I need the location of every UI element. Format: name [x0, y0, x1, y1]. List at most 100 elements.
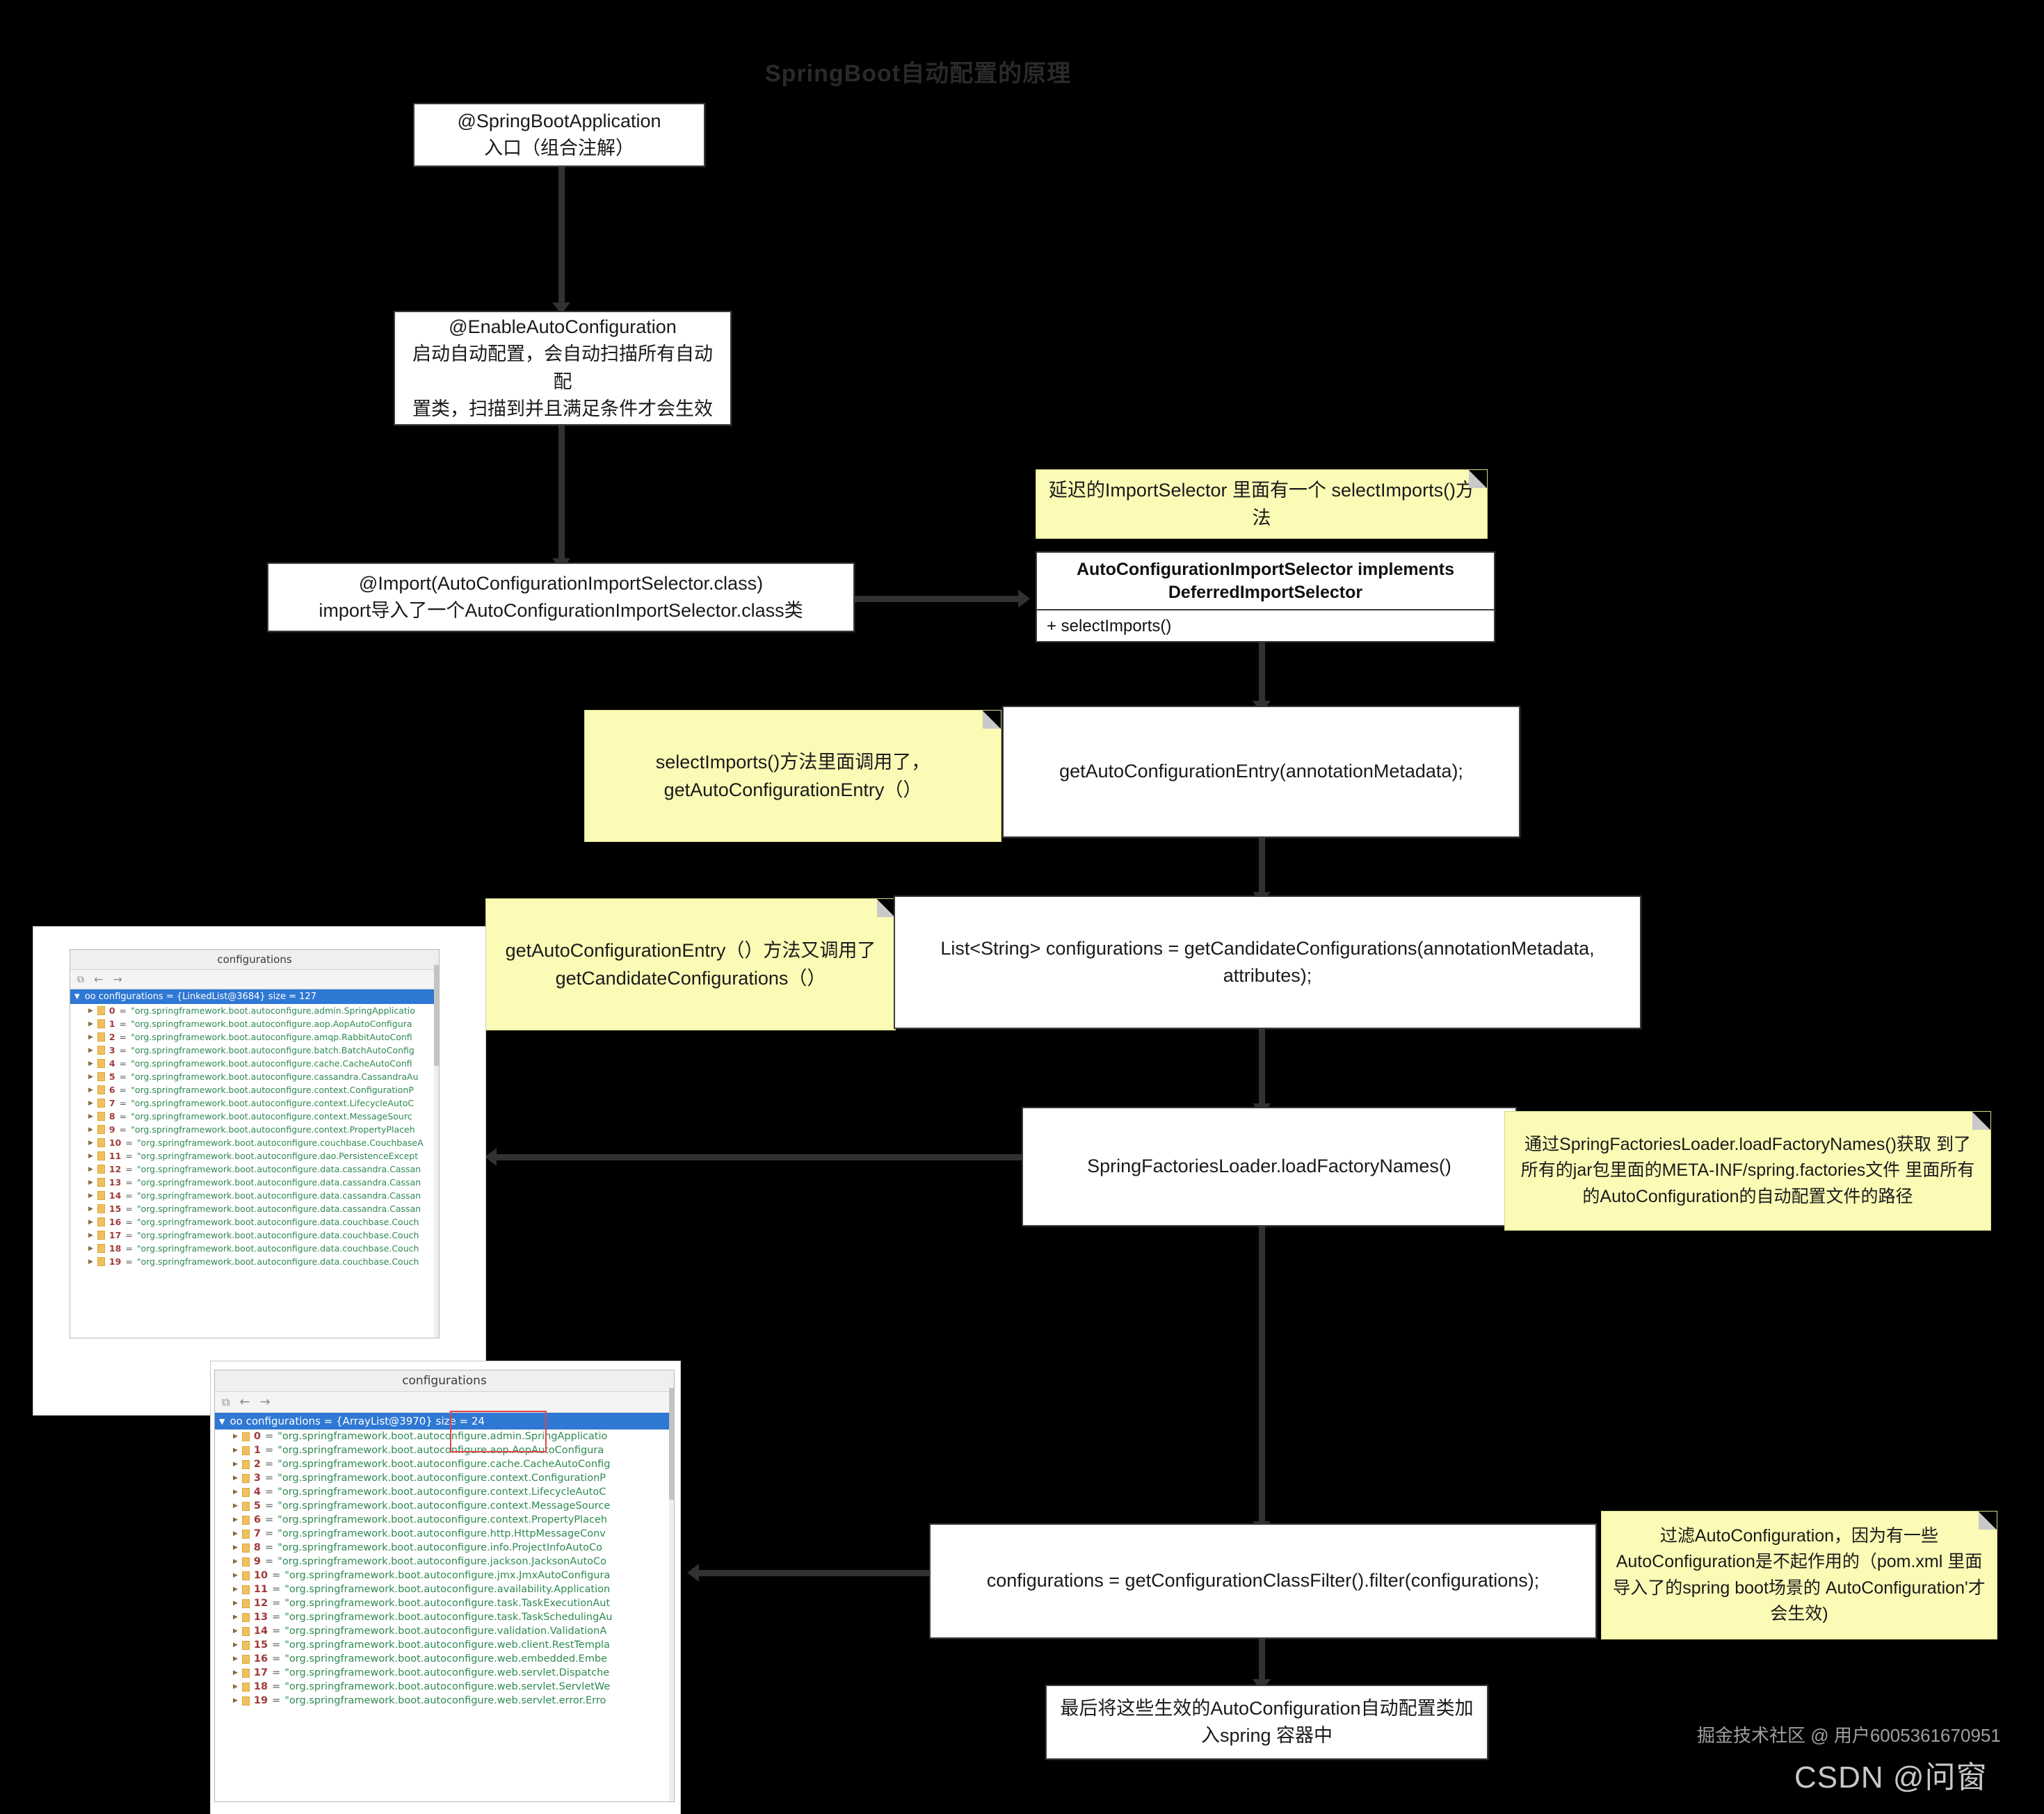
chevron-down-icon[interactable]: ▼	[74, 993, 80, 1001]
chevron-right-icon[interactable]: ▶	[88, 1007, 93, 1014]
node-get-auto-configuration-entry[interactable]: getAutoConfigurationEntry(annotationMeta…	[1002, 706, 1520, 838]
debugger-row[interactable]: ▶10="org.springframework.boot.autoconfig…	[70, 1136, 439, 1149]
chevron-right-icon[interactable]: ▶	[88, 1192, 93, 1199]
debugger-row[interactable]: ▶12="org.springframework.boot.autoconfig…	[70, 1163, 439, 1176]
chevron-right-icon[interactable]: ▶	[88, 1046, 93, 1054]
chevron-right-icon[interactable]: ▶	[233, 1572, 238, 1579]
debugger-row[interactable]: ▶8="org.springframework.boot.autoconfigu…	[70, 1110, 439, 1123]
debugger-row[interactable]: ▶15="org.springframework.boot.autoconfig…	[215, 1638, 674, 1652]
debugger-row[interactable]: ▶11="org.springframework.boot.autoconfig…	[70, 1149, 439, 1163]
debugger-row[interactable]: ▶13="org.springframework.boot.autoconfig…	[215, 1610, 674, 1624]
chevron-right-icon[interactable]: ▶	[88, 1139, 93, 1147]
chevron-right-icon[interactable]: ▶	[233, 1586, 238, 1593]
chevron-right-icon[interactable]: ▶	[88, 1218, 93, 1226]
debugger-row[interactable]: ▶0="org.springframework.boot.autoconfigu…	[215, 1430, 674, 1443]
debugger-row[interactable]: ▶16="org.springframework.boot.autoconfig…	[70, 1215, 439, 1229]
chevron-right-icon[interactable]: ▶	[88, 1205, 93, 1213]
debugger-scrollbar-2[interactable]	[669, 1370, 674, 1801]
chevron-down-icon[interactable]: ▼	[219, 1416, 225, 1426]
chevron-right-icon[interactable]: ▶	[233, 1475, 238, 1482]
debugger-row[interactable]: ▶15="org.springframework.boot.autoconfig…	[70, 1202, 439, 1215]
note-deferred-import-selector[interactable]: 延迟的ImportSelector 里面有一个 selectImports()方…	[1036, 469, 1488, 539]
chevron-right-icon[interactable]: ▶	[233, 1503, 238, 1509]
chevron-right-icon[interactable]: ▶	[233, 1614, 238, 1621]
debugger-row[interactable]: ▶16="org.springframework.boot.autoconfig…	[215, 1652, 674, 1666]
chevron-right-icon[interactable]: ▶	[233, 1669, 238, 1676]
debugger-row[interactable]: ▶9="org.springframework.boot.autoconfigu…	[215, 1555, 674, 1569]
chevron-right-icon[interactable]: ▶	[88, 1020, 93, 1028]
chevron-right-icon[interactable]: ▶	[88, 1231, 93, 1239]
back-arrow-icon[interactable]: ←	[94, 973, 104, 986]
chevron-right-icon[interactable]: ▶	[233, 1447, 238, 1454]
debugger-row[interactable]: ▶3="org.springframework.boot.autoconfigu…	[215, 1471, 674, 1485]
chevron-right-icon[interactable]: ▶	[233, 1558, 238, 1565]
debugger-rows-2[interactable]: ▶0="org.springframework.boot.autoconfigu…	[215, 1430, 674, 1708]
debugger-row[interactable]: ▶18="org.springframework.boot.autoconfig…	[215, 1680, 674, 1694]
debugger-row[interactable]: ▶9="org.springframework.boot.autoconfigu…	[70, 1123, 439, 1136]
debugger-screenshot-2[interactable]: configurations ⧉ ← → ▼ oo configurations…	[211, 1361, 680, 1814]
debugger-row[interactable]: ▶0="org.springframework.boot.autoconfigu…	[70, 1004, 439, 1017]
node-enable-auto-configuration[interactable]: @EnableAutoConfiguration 启动自动配置，会自动扫描所有自…	[394, 311, 732, 426]
copy-icon[interactable]: ⧉	[222, 1395, 230, 1409]
debugger-rows-1[interactable]: ▶0="org.springframework.boot.autoconfigu…	[70, 1004, 439, 1268]
forward-arrow-icon[interactable]: →	[259, 1395, 271, 1409]
node-spring-factories-loader[interactable]: SpringFactoriesLoader.loadFactoryNames()	[1022, 1107, 1517, 1226]
note-select-imports-calls[interactable]: selectImports()方法里面调用了， getAutoConfigura…	[584, 710, 1001, 842]
debugger-row[interactable]: ▶6="org.springframework.boot.autoconfigu…	[70, 1083, 439, 1096]
chevron-right-icon[interactable]: ▶	[233, 1628, 238, 1635]
chevron-right-icon[interactable]: ▶	[88, 1112, 93, 1120]
chevron-right-icon[interactable]: ▶	[88, 1033, 93, 1041]
node-final-register[interactable]: 最后将这些生效的AutoConfiguration自动配置类加 入spring …	[1045, 1685, 1488, 1760]
debugger-screenshot-1[interactable]: configurations ⧉ ← → ▼ oo configurations…	[33, 927, 485, 1415]
debugger-row[interactable]: ▶7="org.springframework.boot.autoconfigu…	[70, 1096, 439, 1110]
chevron-right-icon[interactable]: ▶	[88, 1060, 93, 1067]
debugger-row[interactable]: ▶11="org.springframework.boot.autoconfig…	[215, 1582, 674, 1596]
chevron-right-icon[interactable]: ▶	[88, 1179, 93, 1186]
debugger-row[interactable]: ▶18="org.springframework.boot.autoconfig…	[70, 1242, 439, 1255]
debugger-row[interactable]: ▶2="org.springframework.boot.autoconfigu…	[70, 1030, 439, 1044]
chevron-right-icon[interactable]: ▶	[233, 1600, 238, 1607]
chevron-right-icon[interactable]: ▶	[233, 1655, 238, 1662]
debugger-row[interactable]: ▶1="org.springframework.boot.autoconfigu…	[70, 1017, 439, 1030]
note-load-factory-names[interactable]: 通过SpringFactoriesLoader.loadFactoryNames…	[1504, 1111, 1991, 1231]
chevron-right-icon[interactable]: ▶	[233, 1697, 238, 1704]
chevron-right-icon[interactable]: ▶	[88, 1152, 93, 1160]
debugger-row[interactable]: ▶6="org.springframework.boot.autoconfigu…	[215, 1513, 674, 1527]
debugger-window-2[interactable]: configurations ⧉ ← → ▼ oo configurations…	[214, 1370, 675, 1802]
debugger-row[interactable]: ▶7="org.springframework.boot.autoconfigu…	[215, 1527, 674, 1541]
chevron-right-icon[interactable]: ▶	[88, 1258, 93, 1265]
chevron-right-icon[interactable]: ▶	[88, 1073, 93, 1080]
chevron-right-icon[interactable]: ▶	[88, 1245, 93, 1252]
debugger-row[interactable]: ▶14="org.springframework.boot.autoconfig…	[215, 1624, 674, 1638]
chevron-right-icon[interactable]: ▶	[233, 1530, 238, 1537]
debugger-selected-row-1[interactable]: ▼ oo configurations = {LinkedList@3684} …	[70, 989, 439, 1004]
chevron-right-icon[interactable]: ▶	[233, 1433, 238, 1440]
note-filter-autoconfiguration[interactable]: 过滤AutoConfiguration，因为有一些 AutoConfigurat…	[1601, 1511, 1997, 1639]
debugger-row[interactable]: ▶19="org.springframework.boot.autoconfig…	[215, 1694, 674, 1708]
debugger-row[interactable]: ▶5="org.springframework.boot.autoconfigu…	[215, 1499, 674, 1513]
debugger-scrollbar-1[interactable]	[434, 950, 439, 1338]
chevron-right-icon[interactable]: ▶	[88, 1099, 93, 1107]
debugger-row[interactable]: ▶4="org.springframework.boot.autoconfigu…	[70, 1057, 439, 1070]
chevron-right-icon[interactable]: ▶	[233, 1642, 238, 1649]
debugger-row[interactable]: ▶14="org.springframework.boot.autoconfig…	[70, 1189, 439, 1202]
debugger-row[interactable]: ▶1="org.springframework.boot.autoconfigu…	[215, 1443, 674, 1457]
note-entry-calls-candidates[interactable]: getAutoConfigurationEntry（）方法又调用了 getCan…	[485, 898, 896, 1030]
debugger-row[interactable]: ▶5="org.springframework.boot.autoconfigu…	[70, 1070, 439, 1083]
chevron-right-icon[interactable]: ▶	[233, 1683, 238, 1690]
debugger-row[interactable]: ▶19="org.springframework.boot.autoconfig…	[70, 1255, 439, 1268]
debugger-toolbar-1[interactable]: ⧉ ← →	[70, 970, 439, 989]
forward-arrow-icon[interactable]: →	[113, 973, 122, 986]
copy-icon[interactable]: ⧉	[77, 973, 84, 985]
debugger-toolbar-2[interactable]: ⧉ ← →	[215, 1392, 674, 1413]
chevron-right-icon[interactable]: ▶	[233, 1516, 238, 1523]
debugger-row[interactable]: ▶13="org.springframework.boot.autoconfig…	[70, 1176, 439, 1189]
debugger-row[interactable]: ▶12="org.springframework.boot.autoconfig…	[215, 1596, 674, 1610]
chevron-right-icon[interactable]: ▶	[88, 1086, 93, 1094]
debugger-row[interactable]: ▶17="org.springframework.boot.autoconfig…	[215, 1666, 674, 1680]
uml-class-auto-configuration-import-selector[interactable]: AutoConfigurationImportSelector implemen…	[1036, 551, 1495, 642]
node-candidate-configurations[interactable]: List<String> configurations = getCandida…	[894, 896, 1641, 1029]
debugger-row[interactable]: ▶8="org.springframework.boot.autoconfigu…	[215, 1541, 674, 1555]
debugger-row[interactable]: ▶17="org.springframework.boot.autoconfig…	[70, 1229, 439, 1242]
debugger-selected-row-2[interactable]: ▼ oo configurations = {ArrayList@3970} s…	[215, 1413, 674, 1430]
